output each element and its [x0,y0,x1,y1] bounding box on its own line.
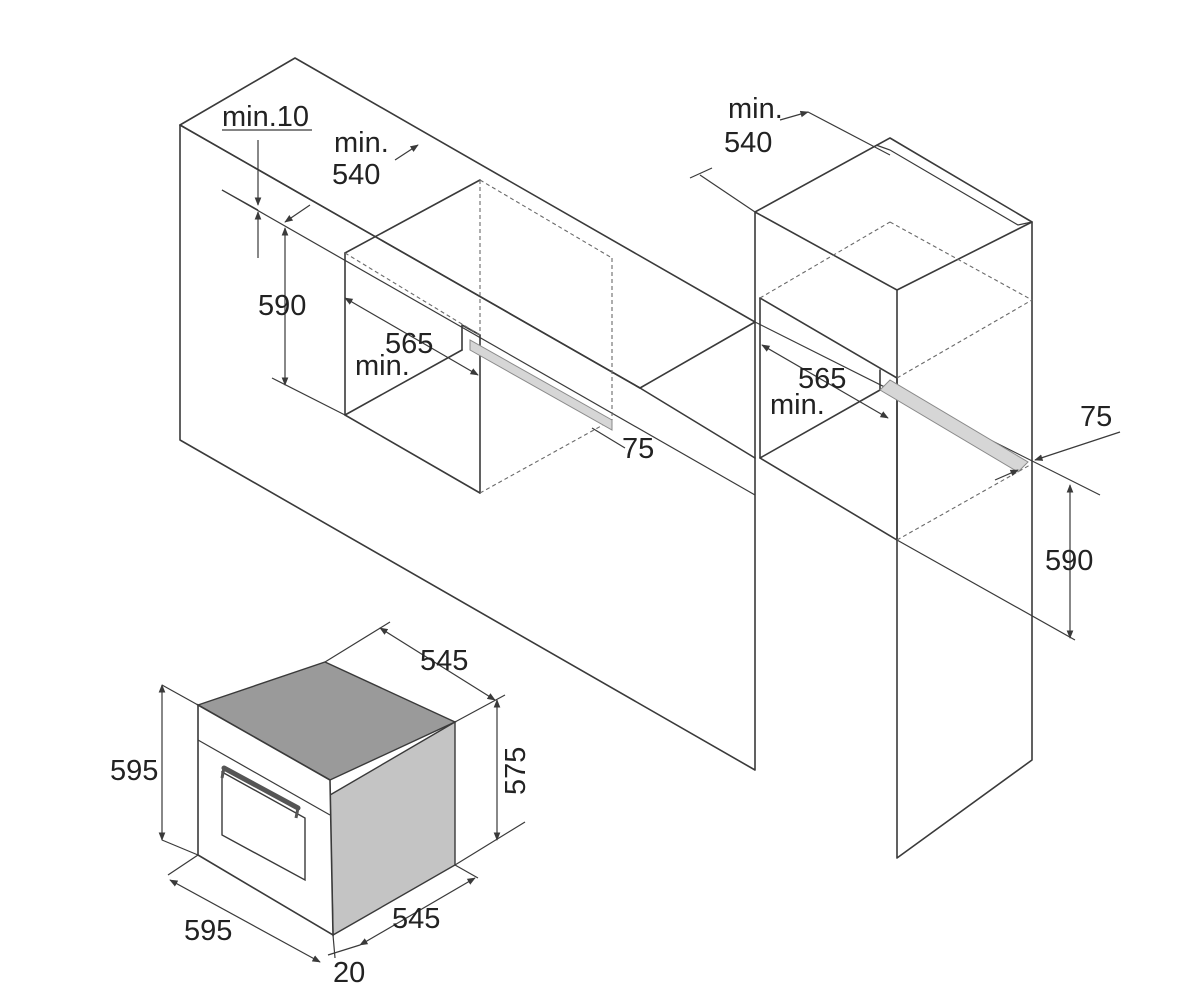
dimension-lines [158,110,1121,963]
label-left-width-value: 565 [385,328,433,360]
label-oven-door-thickness: 20 [333,957,365,989]
label-left-width-min: min. [355,350,410,382]
label-right-width-value: 565 [798,363,846,395]
label-oven-depth-top: 545 [420,645,468,677]
label-left-vent: 75 [622,433,654,465]
label-right-depth-min: min. [728,93,783,125]
label-left-depth-min: min. [334,127,389,159]
dimension-labels: min.10 min. 540 590 565 min. 75 min. 540… [110,93,1112,989]
label-left-depth-value: 540 [332,159,380,191]
label-right-height: 590 [1045,545,1093,577]
label-oven-depth-bottom: 545 [392,903,440,935]
label-left-clearance-top: min.10 [222,101,309,133]
label-oven-height-body: 575 [500,747,532,795]
right-cabinet [754,137,1101,859]
label-right-vent: 75 [1080,401,1112,433]
label-right-depth-value: 540 [724,127,772,159]
oven-unit [196,661,457,937]
label-left-height: 590 [258,290,306,322]
label-right-width-min: min. [770,389,825,421]
label-oven-height-front: 595 [110,755,158,787]
label-oven-width-front: 595 [184,915,232,947]
